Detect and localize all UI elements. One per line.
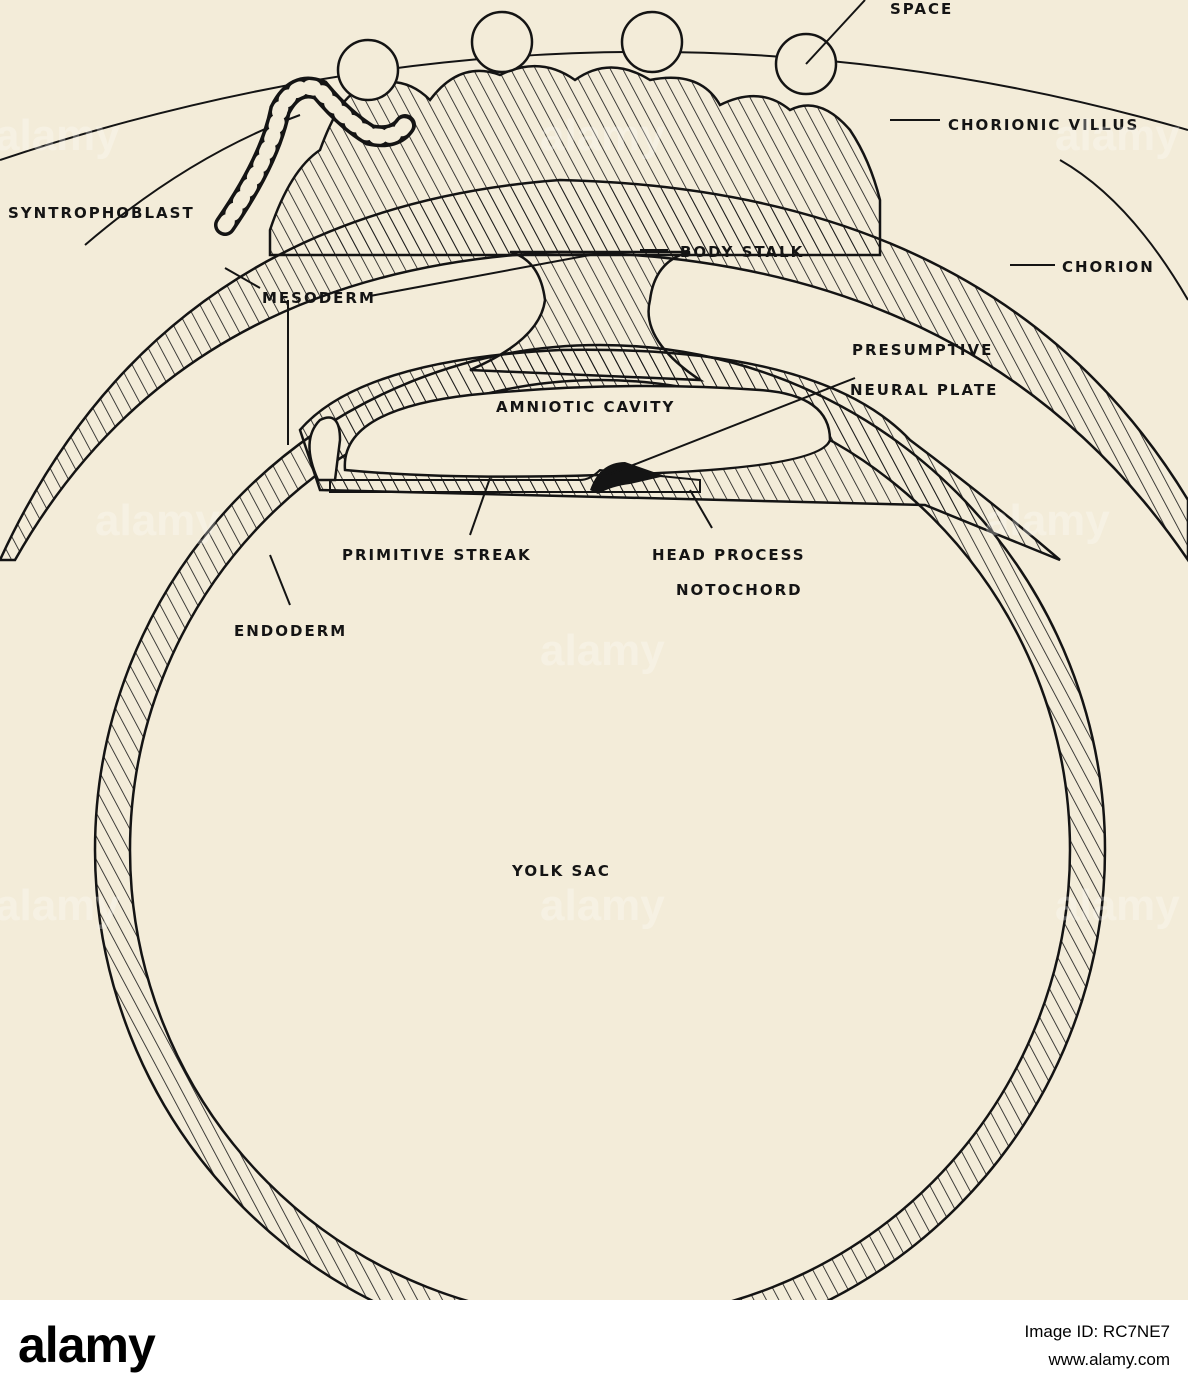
label-primitive-streak: PRIMITIVE STREAK [342, 546, 532, 564]
footer-meta: Image ID: RC7NE7 www.alamy.com [1025, 1318, 1171, 1374]
footer-url: www.alamy.com [1048, 1350, 1170, 1369]
label-endoderm: ENDODERM [234, 622, 347, 640]
outer-arc [0, 50, 1188, 161]
label-syntrophoblast: SYNTROPHOBLAST [8, 204, 195, 222]
villus-space-circle [470, 10, 534, 74]
watermark-group: alamy alamy alamy alamy alamy alamy alam… [0, 111, 1180, 930]
watermark: alamy [0, 881, 120, 930]
label-notochord: NOTOCHORD [676, 581, 803, 599]
amniotic-cavity [343, 384, 832, 478]
neural-plate-mark [590, 462, 665, 494]
yolk-sac-cavity [128, 378, 1072, 1300]
image-id: Image ID: RC7NE7 [1024, 1322, 1171, 1341]
label-space: SPACE [890, 0, 953, 18]
label-chorion: CHORION [1062, 258, 1155, 276]
label-mesoderm: MESODERM [262, 289, 376, 307]
amnion-lip [308, 416, 342, 482]
label-chorionic-villus: CHORIONIC VILLUS [948, 116, 1139, 134]
villus-space-circle [336, 38, 400, 102]
outer-arc-right [1059, 159, 1188, 301]
alamy-logo: alamy [18, 1317, 156, 1373]
syntrophoblast-core [217, 80, 413, 233]
label-presumptive-1: PRESUMPTIVE [852, 341, 993, 359]
label-yolk-sac: YOLK SAC [511, 862, 611, 880]
watermark: alamy [1055, 111, 1180, 160]
watermark: alamy [540, 626, 665, 675]
label-head-process: HEAD PROCESS [652, 546, 806, 564]
watermark: alamy [95, 496, 220, 545]
watermark: alamy [985, 496, 1110, 545]
label-presumptive-2: NEURAL PLATE [850, 381, 998, 399]
leader-lines [224, 0, 1055, 606]
watermark: alamy [540, 111, 665, 160]
villus-space-circle [620, 10, 684, 74]
watermark: alamy [1055, 881, 1180, 930]
label-body-stalk: BODY STALK [680, 243, 804, 261]
watermark: alamy [540, 881, 665, 930]
embryo-diagram: SPACE CHORIONIC VILLUS SYNTROPHOBLAST BO… [0, 0, 1188, 1300]
stock-footer: alamy Image ID: RC7NE7 www.alamy.com [0, 1300, 1188, 1390]
watermark: alamy [0, 111, 120, 160]
label-amniotic-cavity: AMNIOTIC CAVITY [496, 398, 675, 416]
